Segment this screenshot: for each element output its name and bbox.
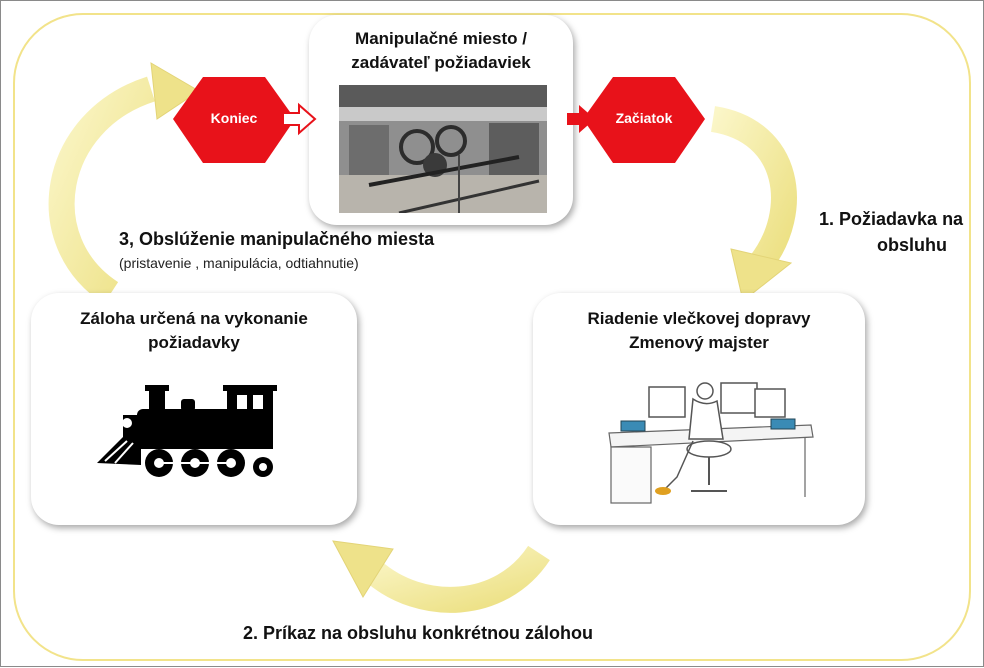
right-card-title-line2: Zmenový majster	[629, 333, 769, 352]
left-card: Záloha určená na vykonanie požiadavky	[31, 293, 357, 525]
dispatcher-illustration	[608, 382, 814, 504]
arrow-command	[332, 540, 550, 613]
right-card-title-line1: Riadenie vlečkovej dopravy	[587, 309, 811, 328]
rail-wagon-photo	[339, 85, 547, 213]
top-card-title-line2: zadávateľ požiadaviek	[351, 53, 531, 72]
arrow-place-to-start	[567, 105, 595, 133]
step3-sublabel: (pristavenie , manipulácia, odtiahnutie)	[119, 255, 359, 271]
arrow-service	[48, 62, 200, 304]
outer-cycle-border	[13, 13, 971, 661]
top-card: Manipulačné miesto / zadávateľ požiadavi…	[309, 15, 573, 225]
end-hexagon-label: Koniec	[210, 110, 258, 126]
end-hexagon	[173, 77, 295, 163]
left-card-title-line2: požiadavky	[148, 333, 240, 352]
locomotive-icon	[97, 385, 277, 477]
step2-label: 2. Príkaz na obsluhu konkrétnou zálohou	[243, 623, 594, 643]
step1-label-line1: 1. Požiadavka na	[819, 209, 964, 229]
step3-label: 3, Obslúženie manipulačného miesta	[119, 229, 435, 249]
start-hexagon	[583, 77, 705, 163]
left-card-title-line1: Záloha určená na vykonanie	[80, 309, 308, 328]
start-hexagon-label: Začiatok	[615, 110, 673, 126]
right-card: Riadenie vlečkovej dopravy Zmenový majst…	[533, 293, 865, 525]
top-card-title-line1: Manipulačné miesto /	[355, 29, 527, 48]
arrow-request	[710, 106, 797, 302]
arrow-end-to-place	[282, 102, 317, 136]
step1-label-line2: obsluhu	[877, 235, 947, 255]
